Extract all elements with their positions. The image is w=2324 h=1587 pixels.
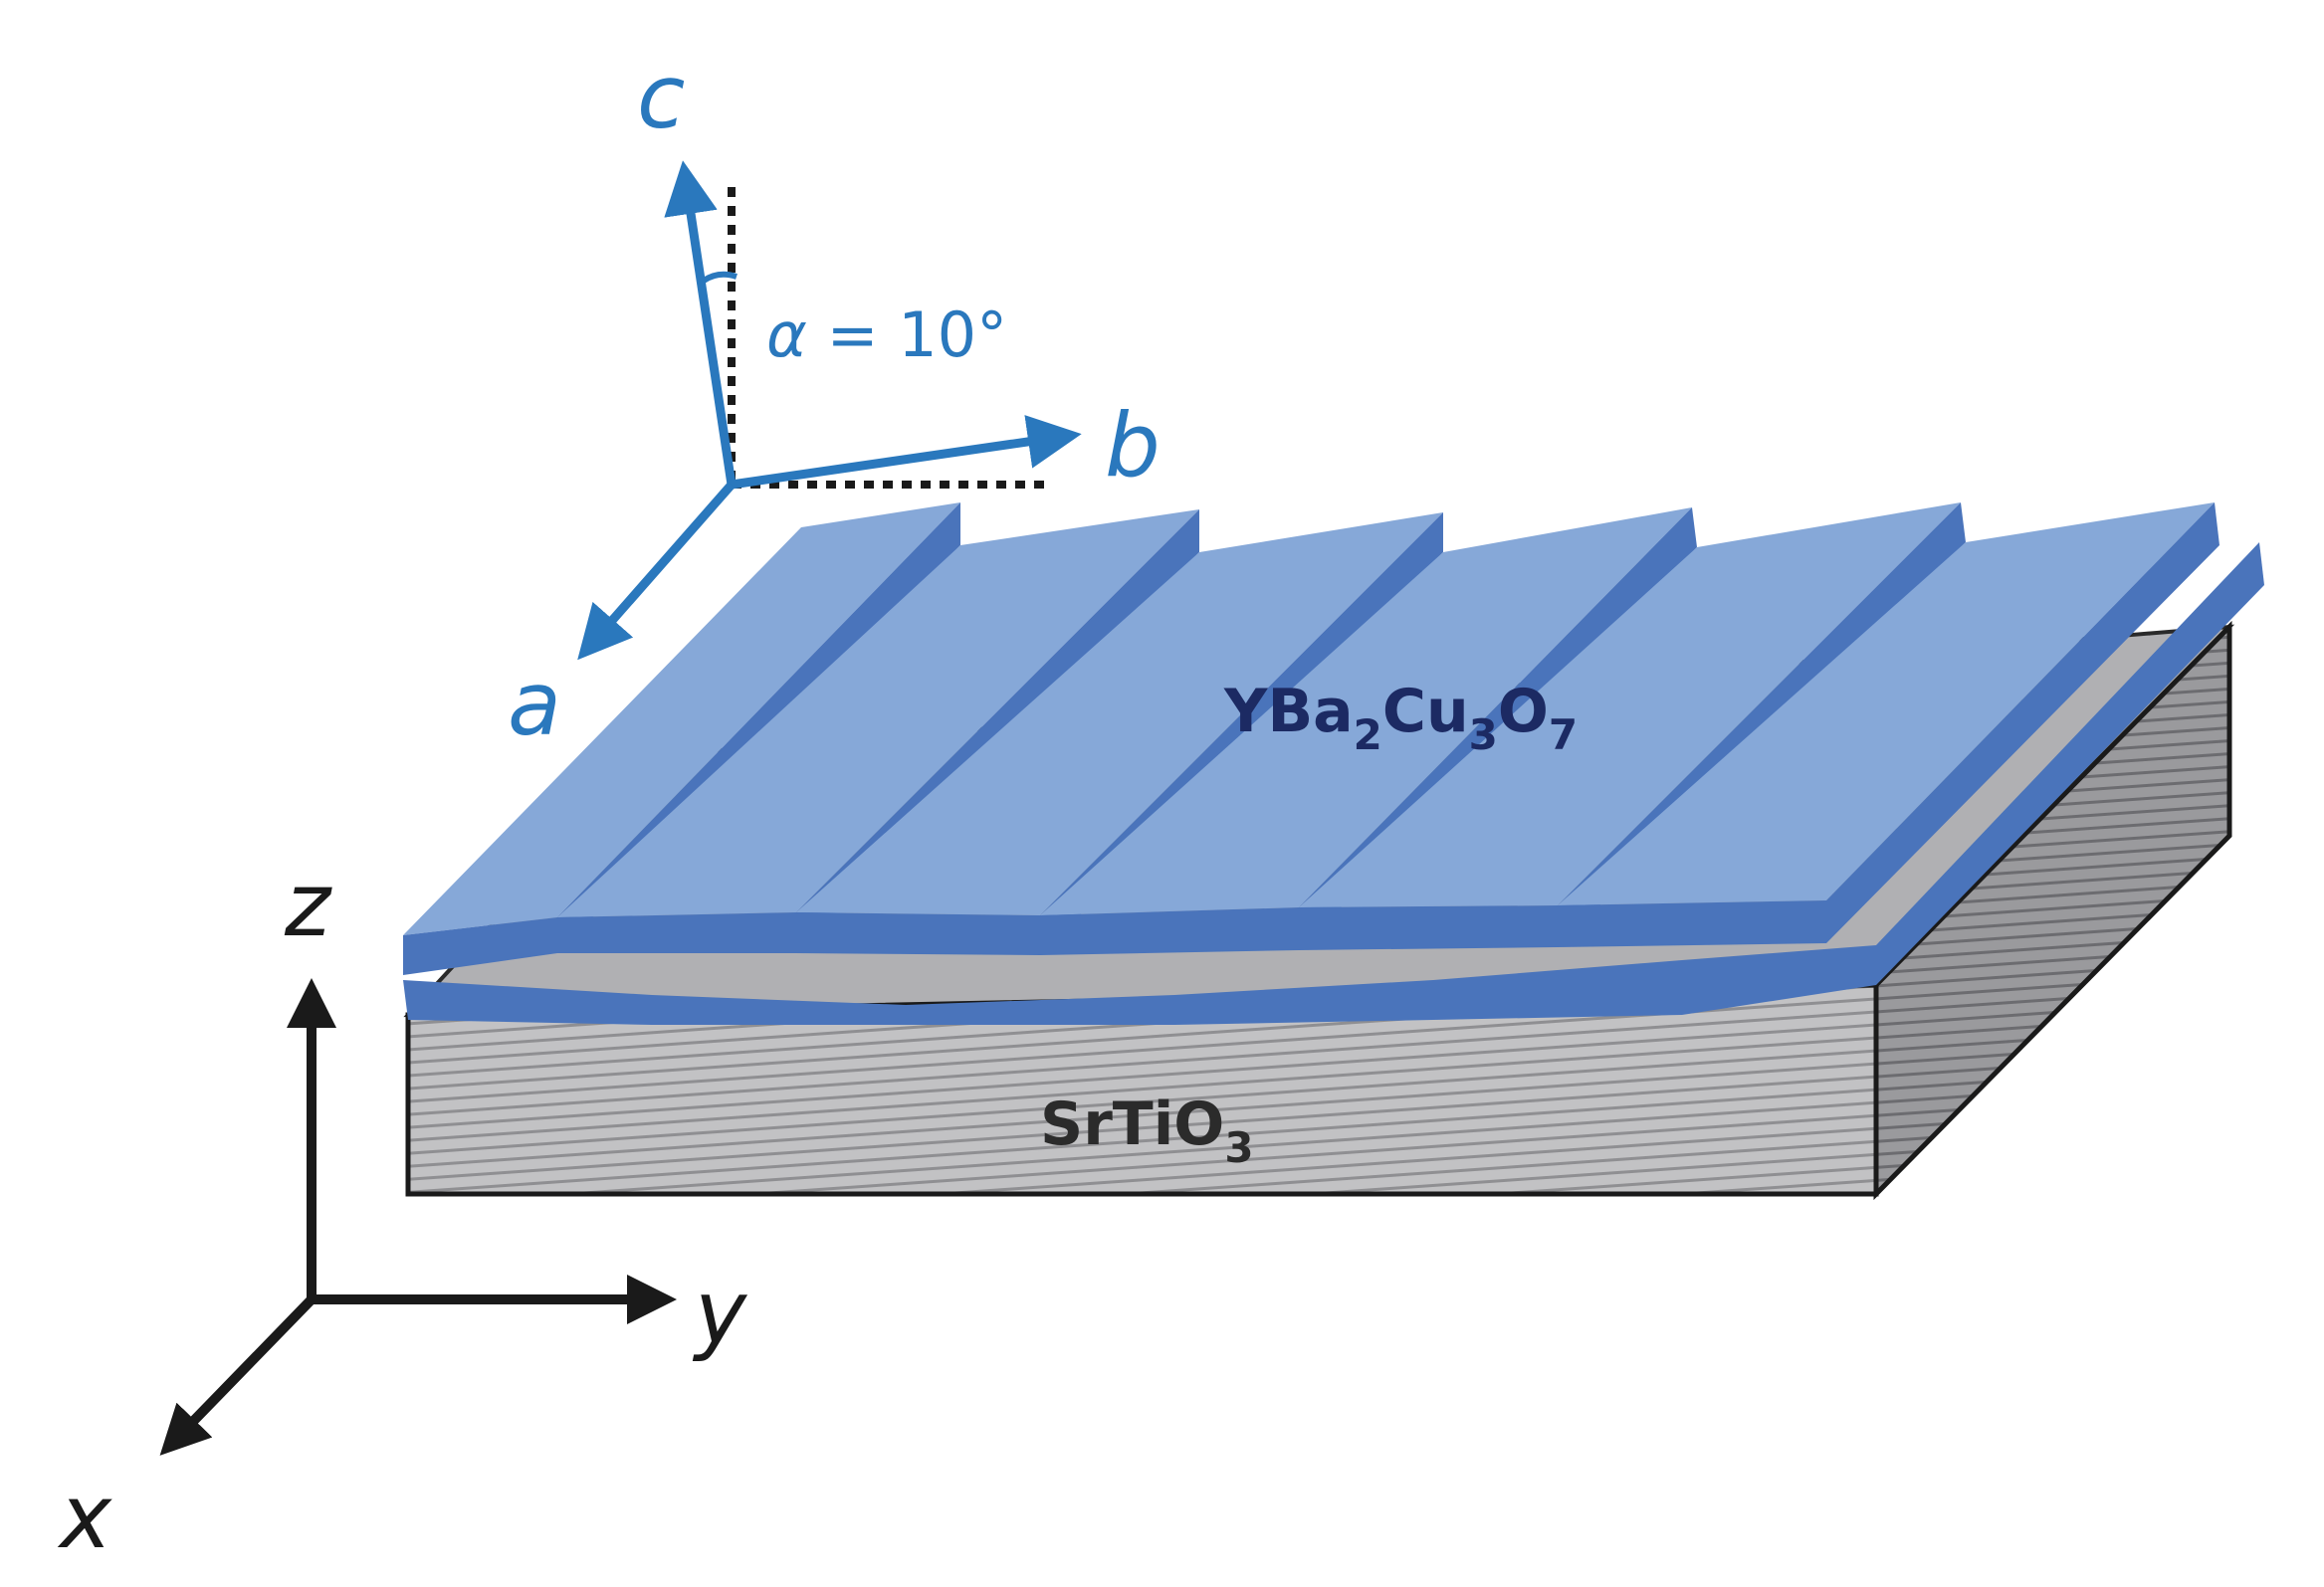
lab-axes: z y x	[57, 854, 748, 1568]
film-strip-side	[1826, 502, 2219, 943]
film-strip-front	[796, 912, 1040, 955]
film-strip-edge	[652, 995, 906, 1025]
film-strip-top	[796, 512, 1443, 915]
film-strip-top	[557, 509, 1199, 917]
film-strip-edge	[1876, 542, 2264, 985]
y-axis-label: y	[692, 1262, 748, 1364]
substrate-label: SrTiO3	[1040, 1090, 1254, 1172]
substrate-side-face	[1873, 620, 2232, 1201]
z-axis-label: z	[284, 854, 332, 956]
film-layer	[403, 502, 2264, 1025]
a-axis-arrow	[577, 482, 736, 661]
angle-label: α = 10°	[766, 298, 1007, 371]
film-strip-top	[1558, 502, 2215, 905]
film-strip-front	[1299, 905, 1558, 950]
film-strip-edge	[906, 995, 1174, 1025]
film-strip-edge	[403, 980, 652, 1025]
b-axis-arrow	[731, 415, 1082, 490]
film-strip-edge	[1433, 960, 1682, 1020]
film-strip-top	[403, 502, 960, 935]
x-axis-arrow	[159, 1295, 316, 1456]
film-strip-top	[1040, 507, 1692, 915]
x-axis-label: x	[57, 1466, 112, 1568]
angle-arc	[702, 271, 738, 284]
b-axis-label: b	[1105, 394, 1161, 496]
film-label: YBa2Cu3O7	[1223, 677, 1578, 759]
film-strip-front	[557, 912, 796, 953]
film-strip-front	[403, 917, 557, 975]
film-strip-front	[1558, 900, 1826, 947]
film-strip-edge	[1174, 980, 1433, 1025]
film-strip-front	[1040, 907, 1299, 955]
c-axis-label: c	[637, 46, 685, 148]
crystal-axes: c b a α = 10°	[508, 46, 1161, 755]
a-axis-label: a	[508, 653, 561, 755]
c-axis-arrow	[664, 160, 737, 486]
film-strip-edge	[1682, 945, 1876, 1015]
film-strip-top	[1299, 502, 1961, 907]
